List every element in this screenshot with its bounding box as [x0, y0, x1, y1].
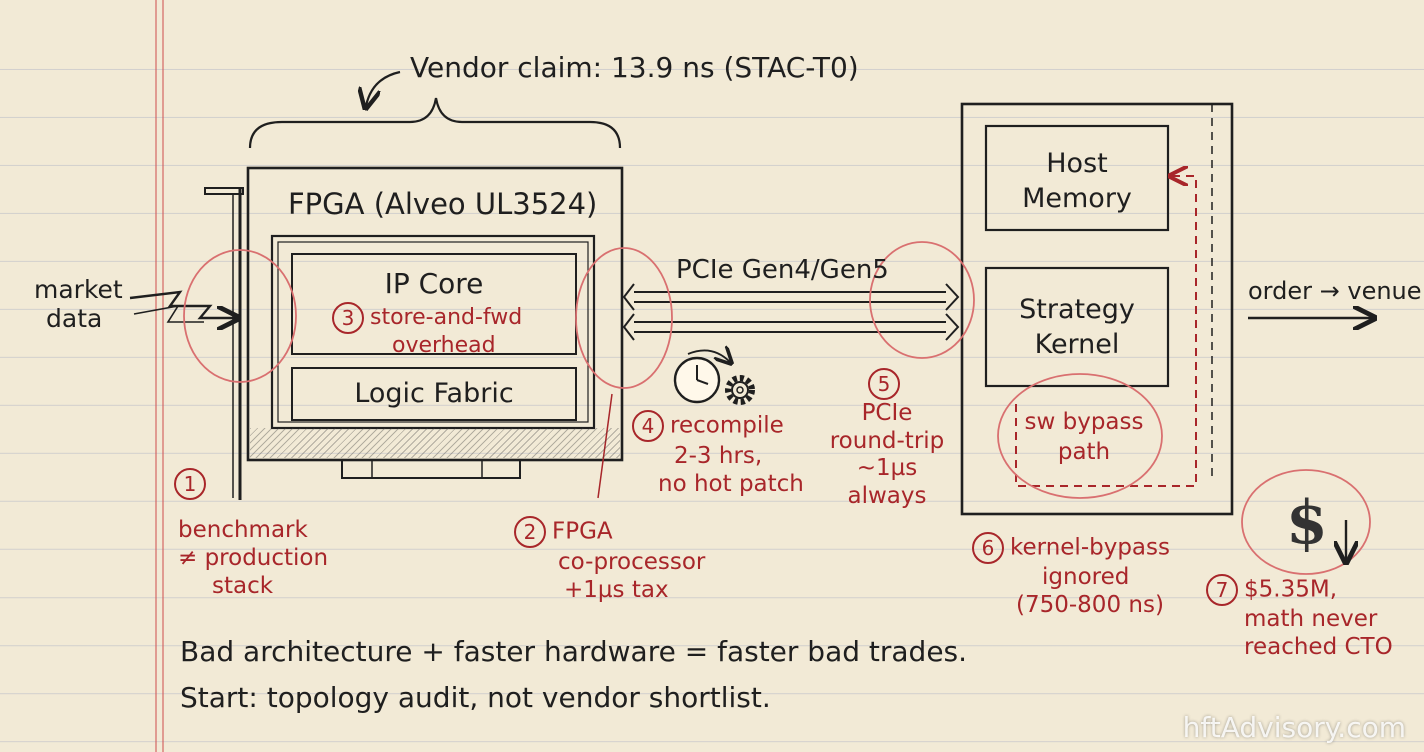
sw-bypass-label: sw bypass path	[1024, 409, 1144, 465]
highlight-ellipse	[183, 249, 297, 383]
annotation-5: 5 PCIe round-trip ~1µs always	[812, 368, 962, 510]
highlight-ellipse	[997, 373, 1163, 499]
highlight-ellipse	[1241, 469, 1371, 575]
annotation-7: 7$5.35M, math never reached CTO	[1206, 574, 1393, 661]
ip-core-label: IP Core	[384, 267, 484, 300]
pcie-label: PCIe Gen4/Gen5	[676, 255, 889, 285]
watermark: hftAdvisory.com	[1182, 711, 1406, 744]
annotation-number: 4	[632, 410, 664, 442]
margin-line	[155, 0, 157, 752]
fpga-bracket	[204, 187, 244, 195]
strategy-kernel-box	[984, 266, 1170, 388]
pcie-link	[622, 283, 960, 341]
gear-icon	[725, 375, 755, 405]
host-memory-label: Host Memory	[1022, 148, 1132, 215]
annotation-number: 2	[514, 516, 546, 548]
annotation-number: 6	[972, 532, 1004, 564]
market-data-label: market data	[34, 275, 123, 333]
annotation-1: 1	[174, 468, 212, 500]
annotation-number: 5	[868, 368, 900, 400]
bypass-path	[1015, 176, 1197, 487]
edge-connector	[341, 460, 521, 479]
annotation-number: 7	[1206, 574, 1238, 606]
vendor-claim-arrow	[366, 70, 401, 106]
highlight-ellipse	[869, 241, 975, 359]
pcb-shading	[250, 428, 620, 458]
strategy-kernel-label: Strategy Kernel	[1019, 294, 1135, 361]
annotation-number: 1	[174, 468, 206, 500]
logic-fabric-box	[291, 367, 577, 421]
clock-icon	[673, 350, 730, 404]
highlight-ellipse	[575, 247, 673, 389]
order-venue-label: order → venue	[1248, 277, 1422, 305]
conclusion-line-1: Bad architecture + faster hardware = fas…	[180, 635, 968, 668]
market-data-arrow	[129, 290, 236, 318]
vendor-brace	[248, 97, 622, 149]
dollar-icon: $	[1286, 488, 1328, 558]
fpga-title: FPGA (Alveo UL3524)	[288, 187, 598, 221]
logic-fabric-label: Logic Fabric	[354, 378, 514, 409]
conclusion-line-2: Start: topology audit, not vendor shortl…	[180, 681, 771, 714]
fpga-card	[246, 166, 624, 462]
annotation-1-text: benchmark ≠ production stack	[178, 517, 329, 600]
annotation-number: 3	[332, 302, 364, 334]
margin-line	[162, 0, 164, 752]
vendor-claim-label: Vendor claim: 13.9 ns (STAC-T0)	[410, 51, 859, 84]
host-server	[960, 102, 1234, 516]
